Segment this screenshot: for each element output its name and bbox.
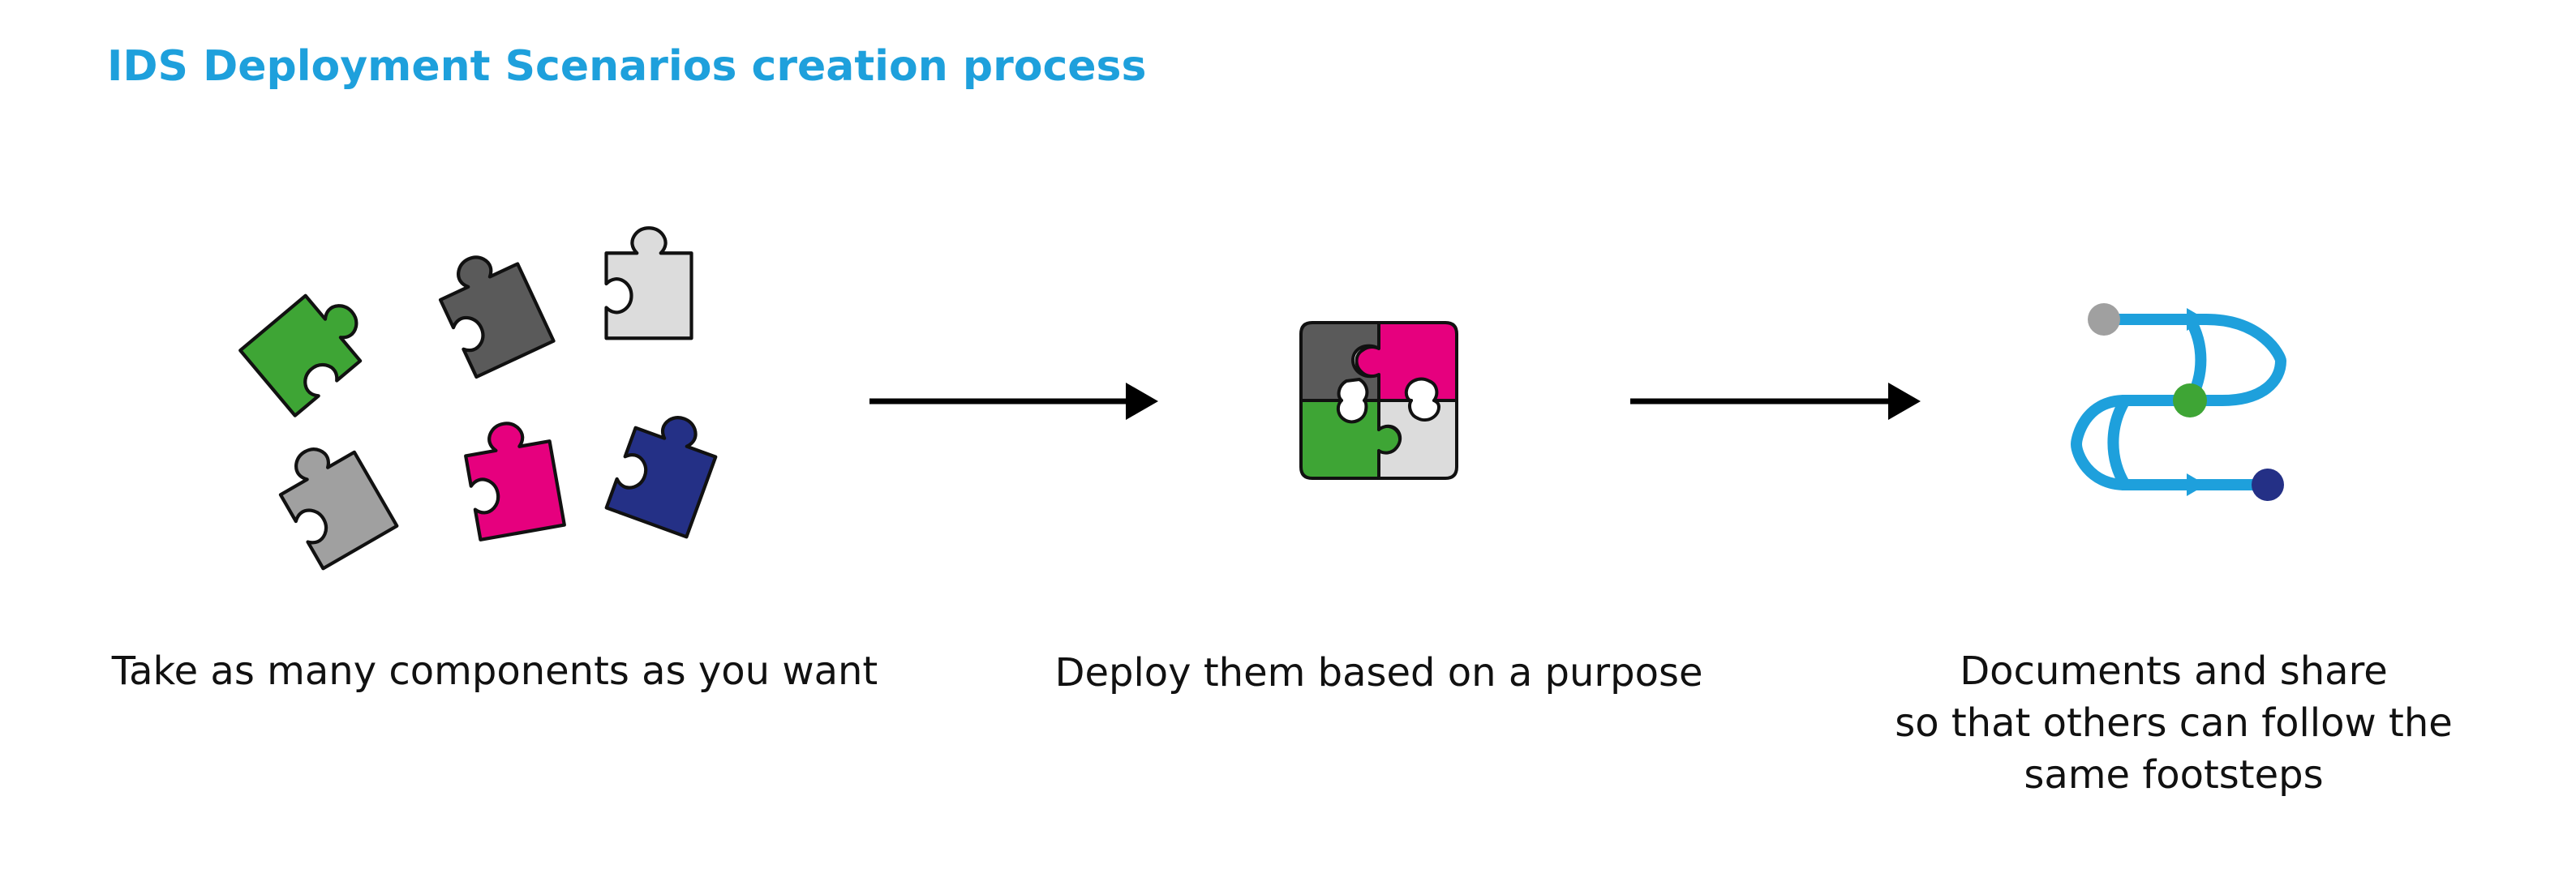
path-middle-dot [2173,383,2207,417]
step-3-line-2: so that others can follow the [1895,700,2453,746]
arrow-right-icon [869,383,1158,420]
step-2-label: Deploy them based on a purpose [1054,650,1703,696]
puzzle-piece-mid-grey [278,447,399,571]
puzzle-piece-dark-grey [438,255,556,379]
step-1-label: Take as many components as you want [111,649,878,694]
path-end-dot [2252,469,2284,501]
puzzle-piece-navy [604,416,718,539]
path-direction-arrow [2187,308,2206,331]
step-3-line-1: Documents and share [1960,649,2388,694]
puzzle-piece-magenta [464,422,566,542]
path-start-dot [2088,303,2120,336]
step-3-caption: Documents and share so that others can f… [1768,645,2576,801]
puzzle-piece-green [238,293,363,417]
winding-path-icon [2070,303,2287,501]
step-1-caption: Take as many components as you want [89,645,900,697]
puzzle-piece-light-grey [604,226,693,340]
path-direction-arrow [2187,473,2206,496]
assembled-piece-light-grey [1377,399,1458,480]
step-2-caption: Deploy them based on a purpose [973,647,1784,699]
assembled-puzzle-icon [1299,321,1458,480]
page-title: IDS Deployment Scenarios creation proces… [107,42,1147,91]
arrow-right-icon [1630,383,1921,420]
scattered-puzzle-pieces-icon [238,226,718,571]
step-3-line-3: same footsteps [2024,752,2324,798]
